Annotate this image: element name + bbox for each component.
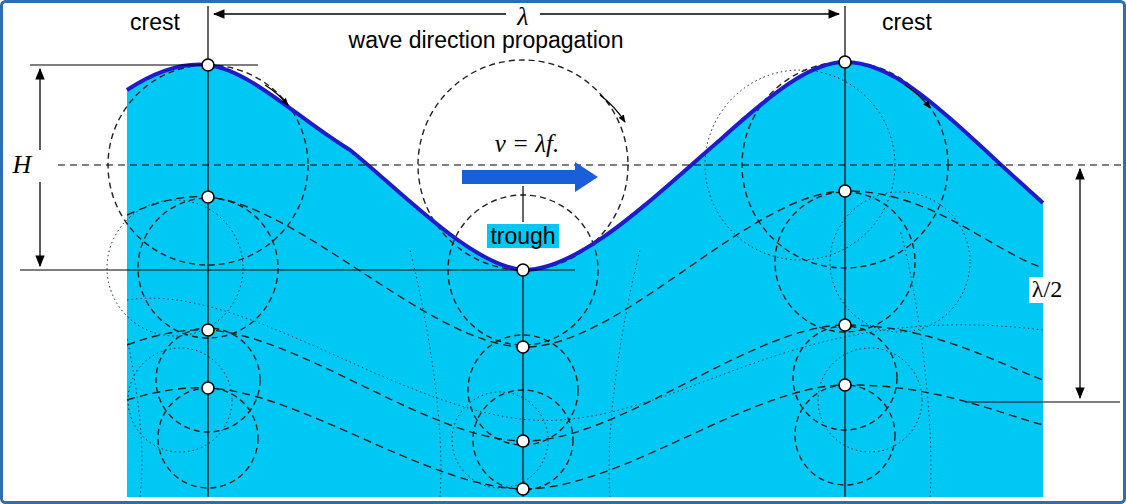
dimension-arrows	[40, 14, 1080, 398]
wave-surface	[127, 62, 1043, 270]
particle-dots	[202, 56, 851, 495]
crest-label: crest	[879, 10, 935, 34]
speed-formula: v = λf.	[492, 131, 563, 157]
rotation-arrows	[265, 85, 930, 122]
crest-label: crest	[127, 10, 183, 34]
subsurface-waves	[127, 191, 1043, 489]
half-wavelength-label: λ/2	[1029, 277, 1065, 302]
wavelength-label: λ	[514, 3, 531, 30]
direction-label: wave direction propagation	[346, 28, 627, 52]
vertical-lines	[208, 6, 845, 497]
reference-lines	[20, 65, 1120, 402]
orbit-circles	[108, 60, 948, 490]
trough-label: trough	[487, 224, 558, 248]
mean-water-level	[58, 165, 1124, 166]
water-body	[127, 62, 1043, 497]
propagation-arrow	[462, 162, 598, 192]
dotted-orbits	[107, 70, 970, 488]
height-label: H	[10, 151, 35, 178]
